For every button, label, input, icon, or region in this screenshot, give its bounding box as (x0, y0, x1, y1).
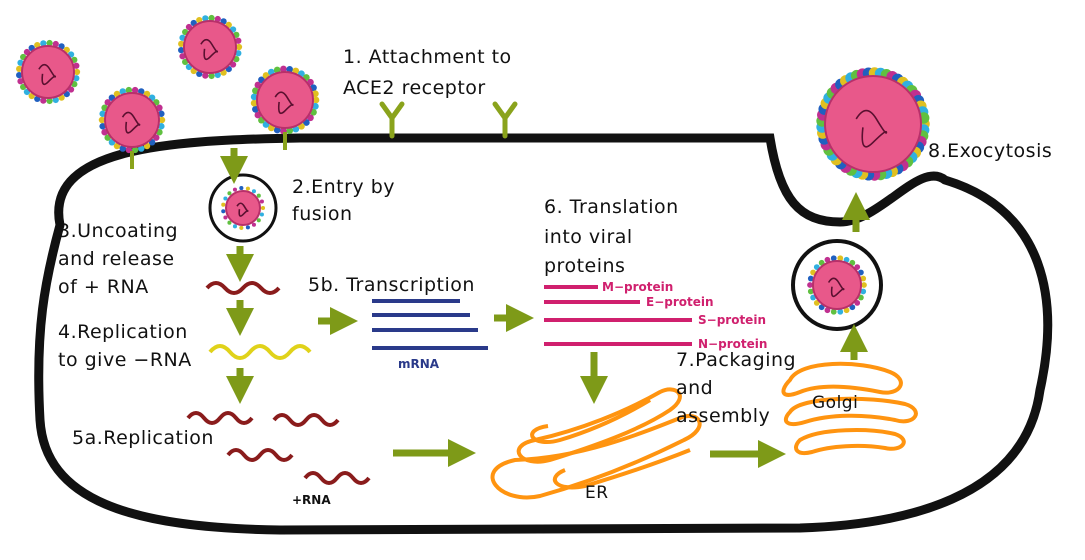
rna-strand (226, 448, 294, 462)
step7-label-line1: 7.Packaging (676, 349, 796, 371)
virus-icon (178, 14, 243, 80)
step2-label-line2: fusion (292, 203, 353, 225)
virus-icon (816, 67, 930, 181)
step4-label-line1: 4.Replication (58, 321, 188, 343)
virus-icon (221, 186, 266, 230)
step5a-label: 5a.Replication (72, 427, 214, 449)
replicated-rna-group (186, 411, 371, 485)
positive-rna-strand (205, 281, 281, 295)
step3-label-line2: and release (58, 248, 175, 270)
virus-icon (807, 255, 867, 315)
protein-label-e: E−protein (646, 295, 714, 309)
step7-label-line3: assembly (676, 405, 770, 427)
step6-label-line1: 6. Translation (544, 196, 679, 218)
protein-lines (544, 285, 692, 346)
protein-label-s: S−protein (698, 313, 766, 327)
rna-strand (272, 413, 340, 427)
mrna-label: mRNA (398, 357, 440, 371)
protein-label-m: M−protein (602, 280, 673, 294)
step8-label: 8.Exocytosis (928, 140, 1052, 162)
step7-label-line2: and (676, 377, 713, 399)
step6-label-line2: into viral (544, 226, 633, 248)
step5b-label: 5b. Transcription (308, 274, 475, 296)
step4-label-line2: to give −RNA (58, 349, 192, 371)
golgi-organelle (781, 361, 918, 455)
golgi-label: Golgi (812, 393, 858, 413)
protein-label-n: N−protein (698, 337, 767, 351)
er-organelle (490, 387, 702, 500)
ace2-receptor-icon (379, 101, 405, 139)
rna-strand (186, 411, 254, 425)
cell-membrane (34, 133, 1053, 535)
rna-strand (303, 471, 371, 485)
ace2-receptor-icon (492, 101, 518, 139)
virus-icon (16, 39, 81, 105)
step6-label-line3: proteins (544, 255, 625, 277)
step3-label-line3: of + RNA (58, 276, 149, 298)
virus-icon (250, 65, 320, 150)
plus-rna-label: +RNA (292, 493, 331, 507)
er-label: ER (585, 483, 609, 503)
step3-label-line1: 3.Uncoating (58, 220, 178, 242)
step1-label-line1: 1. Attachment to (343, 46, 512, 68)
step2-label-line1: 2.Entry by (292, 176, 395, 198)
negative-rna-strand (208, 344, 312, 360)
mrna-lines (372, 299, 488, 350)
step1-label-line2: ACE2 receptor (343, 77, 486, 99)
virus-icon (98, 86, 166, 169)
